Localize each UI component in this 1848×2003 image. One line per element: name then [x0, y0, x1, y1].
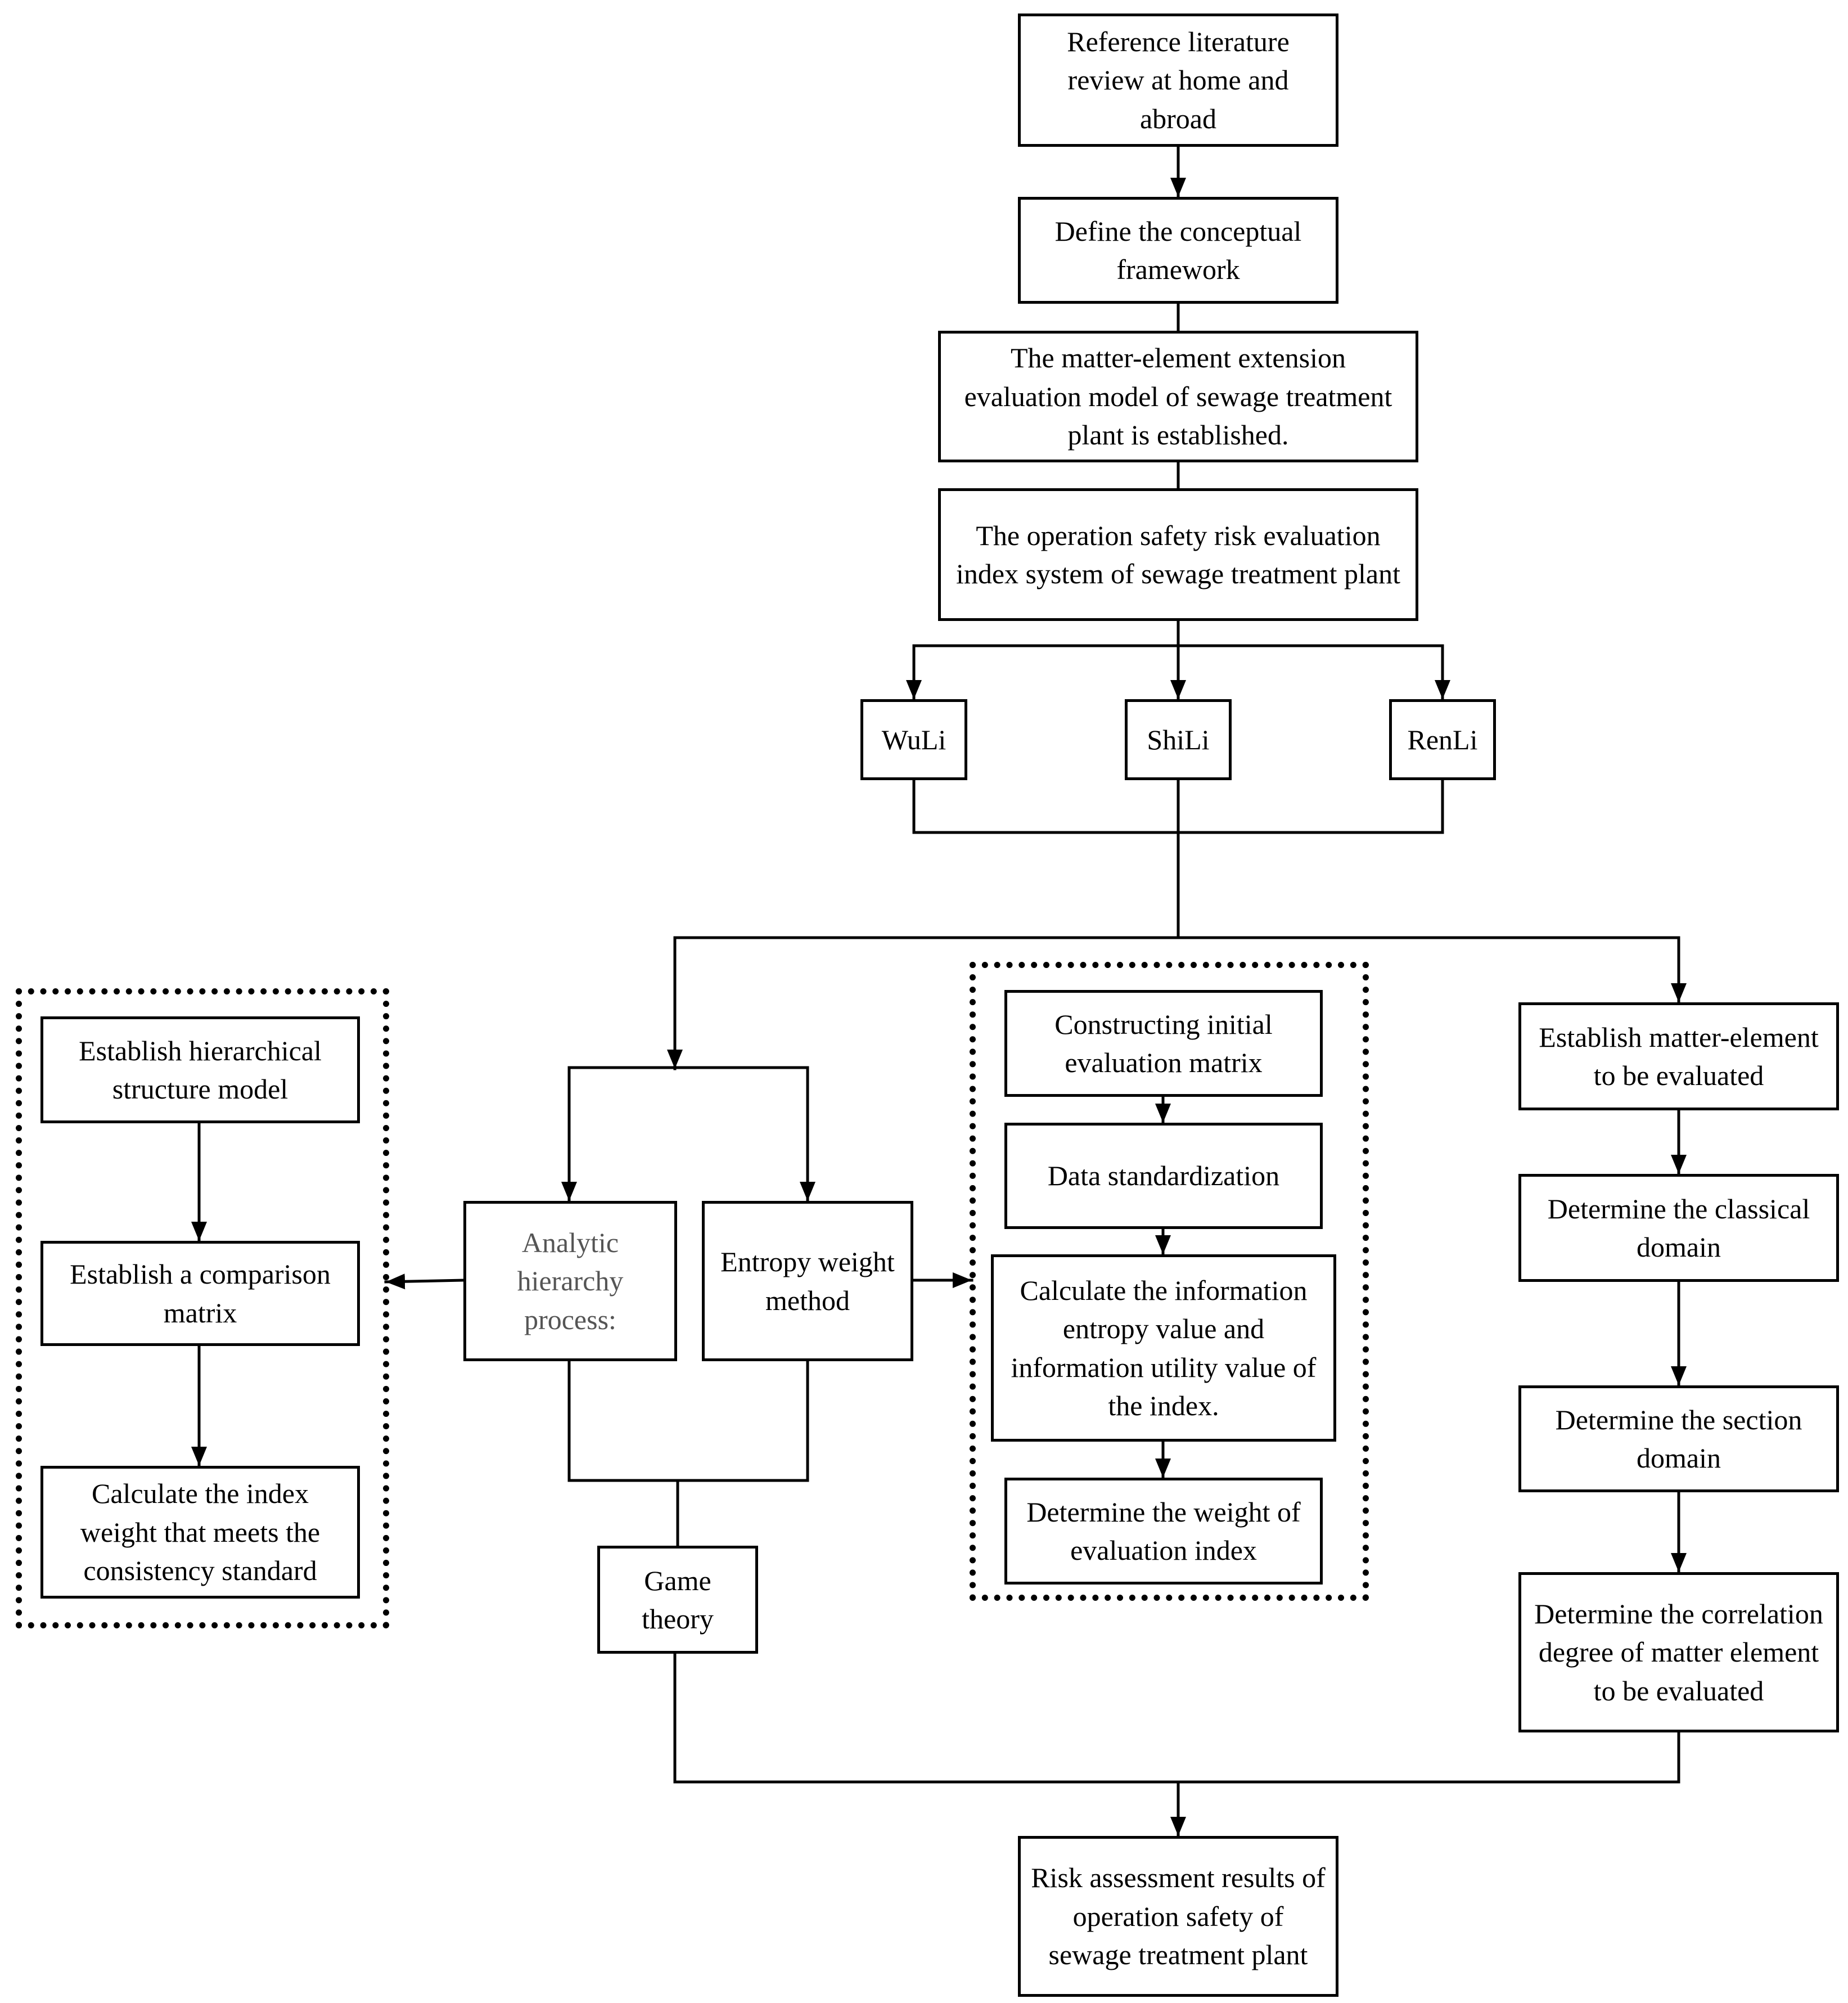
me-step-establish-box: Establish matter-element to be evaluated — [1518, 1002, 1839, 1110]
entropy-step-initial-matrix-box: Constructing initial evaluation matrix — [1004, 990, 1323, 1097]
index-system-label: The operation safety risk evaluation ind… — [955, 519, 1401, 590]
ahp-step-index-weight-label: Calculate the index weight that meets th… — [80, 1478, 321, 1587]
entropy-weight-box: Entropy weight method — [702, 1201, 913, 1361]
ahp-step-hierarchical-model-box: Establish hierarchical structure model — [40, 1016, 360, 1123]
me-step-section-domain-label: Determine the section domain — [1555, 1403, 1802, 1474]
ahp-step-comparison-matrix-label: Establish a comparison matrix — [70, 1258, 331, 1329]
ahp-box: Analytic hierarchy process: — [463, 1201, 677, 1361]
ahp-steps-group — [16, 988, 389, 1628]
index-system-box: The operation safety risk evaluation ind… — [938, 488, 1418, 621]
arrow-ahp-to-steps — [384, 1273, 465, 1290]
renli-box: RenLi — [1389, 699, 1496, 780]
ahp-step-hierarchical-model-label: Establish hierarchical structure model — [79, 1034, 322, 1105]
evaluation-model-box: The matter-element extension evaluation … — [938, 331, 1418, 462]
wuli-box: WuLi — [860, 699, 967, 780]
entropy-step-information-value-box: Calculate the information entropy value … — [991, 1254, 1336, 1442]
entropy-steps-group — [970, 962, 1369, 1601]
me-step-classical-domain-label: Determine the classical domain — [1547, 1192, 1810, 1263]
risk-assessment-result-label: Risk assessment results of operation saf… — [1031, 1862, 1326, 1971]
conceptual-framework-box: Define the conceptual framework — [1018, 197, 1338, 304]
literature-review-box: Reference literature review at home and … — [1018, 13, 1338, 147]
ahp-step-comparison-matrix-box: Establish a comparison matrix — [40, 1241, 360, 1346]
me-step-correlation-degree-label: Determine the correlation degree of matt… — [1534, 1597, 1823, 1707]
conceptual-framework-label: Define the conceptual framework — [1054, 215, 1302, 286]
game-theory-label: Game theory — [642, 1564, 714, 1635]
shili-label: ShiLi — [1147, 723, 1210, 755]
wuli-label: WuLi — [881, 723, 946, 755]
ahp-label: Analytic hierarchy process: — [517, 1226, 624, 1335]
risk-assessment-result-box: Risk assessment results of operation saf… — [1018, 1836, 1338, 1997]
me-step-correlation-degree-box: Determine the correlation degree of matt… — [1518, 1572, 1839, 1732]
me-step-classical-domain-box: Determine the classical domain — [1518, 1174, 1839, 1282]
shili-box: ShiLi — [1125, 699, 1232, 780]
literature-review-label: Reference literature review at home and … — [1067, 25, 1290, 134]
evaluation-model-label: The matter-element extension evaluation … — [964, 342, 1392, 451]
entropy-weight-label: Entropy weight method — [720, 1246, 895, 1316]
me-step-section-domain-box: Determine the section domain — [1518, 1385, 1839, 1492]
entropy-step-information-value-label: Calculate the information entropy value … — [1011, 1274, 1317, 1422]
entropy-step-weight-box: Determine the weight of evaluation index — [1004, 1478, 1323, 1585]
renli-label: RenLi — [1407, 723, 1478, 755]
entropy-step-standardization-label: Data standardization — [1047, 1160, 1280, 1192]
entropy-step-standardization-box: Data standardization — [1004, 1123, 1323, 1229]
entropy-step-weight-label: Determine the weight of evaluation index — [1026, 1496, 1301, 1567]
game-theory-box: Game theory — [597, 1546, 758, 1654]
ahp-step-index-weight-box: Calculate the index weight that meets th… — [40, 1466, 360, 1599]
entropy-step-initial-matrix-label: Constructing initial evaluation matrix — [1054, 1008, 1273, 1079]
me-step-establish-label: Establish matter-element to be evaluated — [1539, 1021, 1819, 1092]
